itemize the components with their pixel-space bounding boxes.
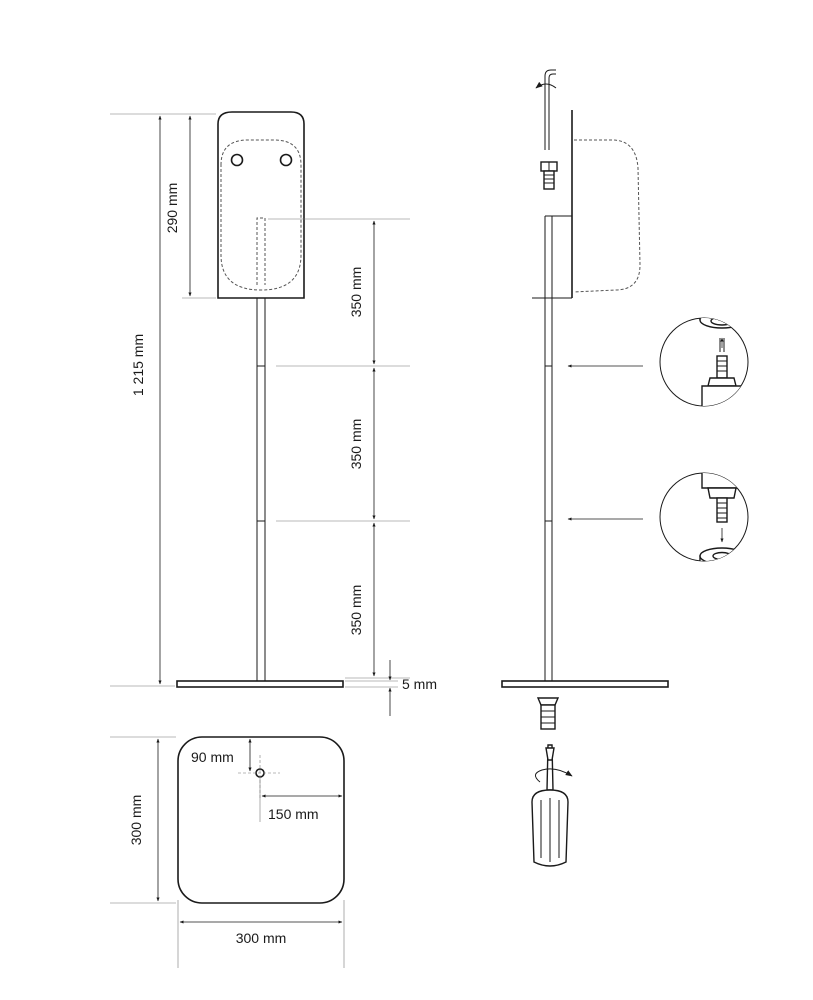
base-plate-plan <box>177 736 345 904</box>
total-height-label: 1 215 mm <box>130 334 146 396</box>
base-plate-side-assembly <box>501 680 669 688</box>
base-screw-icon <box>536 697 560 730</box>
base-depth-label: 300 mm <box>128 795 144 846</box>
bolt-icon <box>540 161 558 190</box>
mounting-hole-right <box>279 153 293 167</box>
hole-offset-x-label: 150 mm <box>268 806 319 822</box>
side-view <box>501 69 749 867</box>
base-plan-view: 90 mm 150 mm 300 mm 300 mm <box>110 736 345 968</box>
pole-side <box>544 216 553 681</box>
segment-label-2: 350 mm <box>348 419 364 470</box>
allen-key-icon <box>535 69 557 150</box>
front-view: 1 215 mm 290 mm 350 mm 350 mm 350 mm <box>110 111 437 716</box>
screwdriver-icon <box>531 744 573 867</box>
panel-height-label: 290 mm <box>164 183 180 234</box>
base-width-label: 300 mm <box>236 930 287 946</box>
base-thickness-label: 5 mm <box>402 676 437 692</box>
base-plate-side <box>176 680 344 688</box>
panel-height-dimension: 290 mm <box>164 115 216 299</box>
segment-label-1: 350 mm <box>348 267 364 318</box>
mounting-hole-left <box>230 153 244 167</box>
total-height-dimension: 1 215 mm <box>110 113 216 687</box>
segment-dimensions: 350 mm 350 mm 350 mm <box>268 218 410 679</box>
hole-offset-y-label: 90 mm <box>191 749 234 765</box>
pole <box>256 298 266 681</box>
detail-joint-top <box>659 317 749 407</box>
base-thickness-dimension: 5 mm <box>345 660 437 716</box>
dispenser-outline <box>573 139 641 293</box>
mounting-panel <box>217 111 305 299</box>
detail-joint-bottom <box>659 472 749 562</box>
segment-label-3: 350 mm <box>348 585 364 636</box>
